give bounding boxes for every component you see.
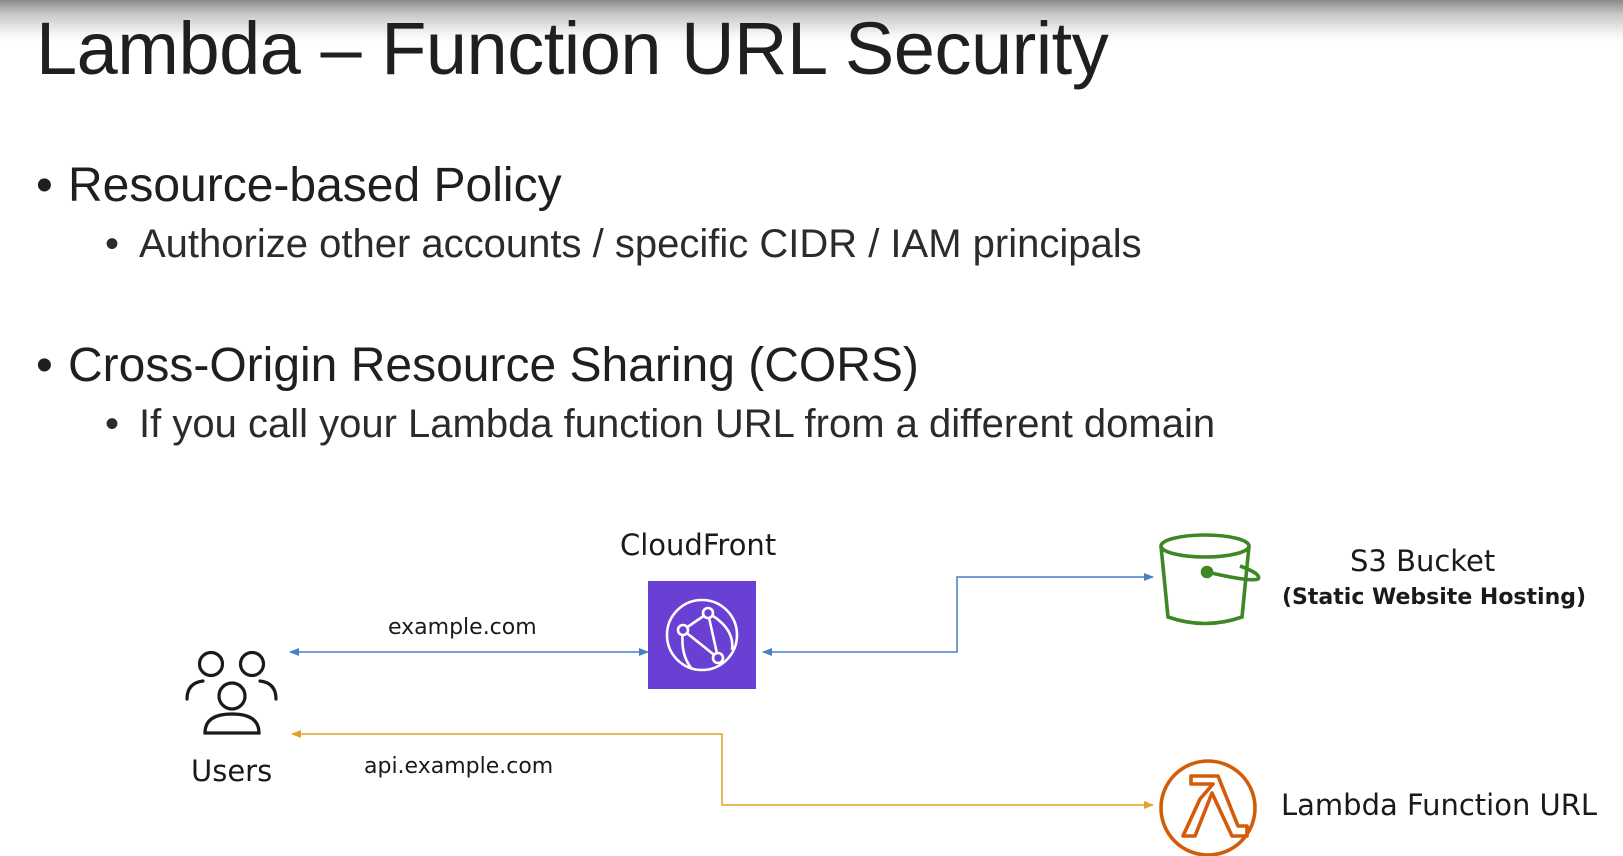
sub-bullet-text: If you call your Lambda function URL fro… [139,402,1216,446]
edge-label-example-com: example.com [388,615,537,640]
sub-bullet-authorize: •Authorize other accounts / specific CID… [105,222,1142,266]
cloudfront-label: CloudFront [620,528,777,562]
bullet-text: Cross-Origin Resource Sharing (CORS) [68,339,919,392]
title-bar-shade [0,0,1623,42]
users-label: Users [191,754,273,788]
s3-label: S3 Bucket [1350,544,1496,578]
sub-bullet-text: Authorize other accounts / specific CIDR… [139,222,1142,266]
sub-bullet-different-domain: •If you call your Lambda function URL fr… [105,402,1216,446]
slide-title: Lambda – Function URL Security [36,7,1109,90]
bullet-cors: •Cross-Origin Resource Sharing (CORS) [36,339,919,392]
bullet-text: Resource-based Policy [68,159,562,212]
lambda-icon [1159,759,1257,856]
users-icon [185,650,278,735]
s3-bucket-icon [1159,533,1261,626]
s3-sublabel: (Static Website Hosting) [1282,585,1587,610]
edge-users-lambda [291,730,1154,809]
cloudfront-icon [648,581,756,689]
edge-cloudfront-s3 [762,573,1154,656]
lambda-label: Lambda Function URL [1281,788,1598,822]
edge-label-api-example-com: api.example.com [364,754,554,779]
bullet-resource-policy: •Resource-based Policy [36,159,562,212]
